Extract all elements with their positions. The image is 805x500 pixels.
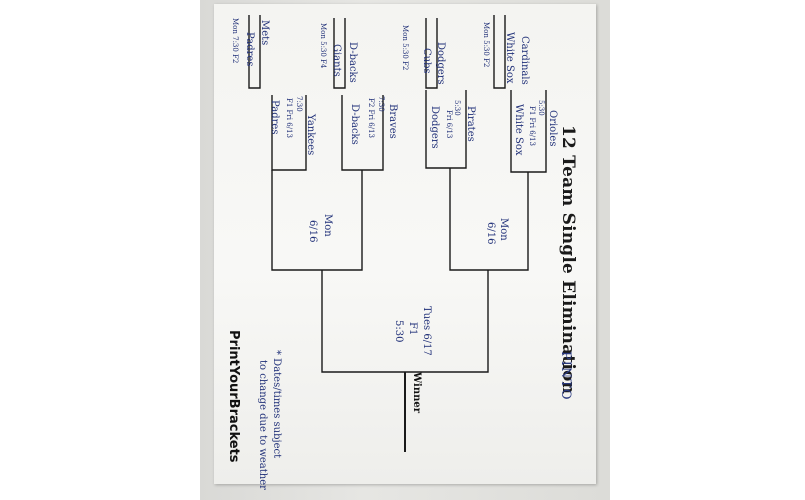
round1-bracket-2: [425, 18, 438, 89]
r1-m2-when: Mon 5:30 F2: [401, 25, 409, 71]
r1-m4-when: Mon 7:30 F2: [231, 18, 239, 64]
r2-m3-seed: Braves: [387, 104, 398, 139]
brand-logo-text: PrintYourBrackets: [226, 330, 241, 463]
semi-bracket-1: [449, 168, 529, 271]
round1-bracket-3: [333, 18, 346, 89]
r2-m1-seed: Orioles: [547, 110, 558, 147]
r2-m2-seed: Pirates: [465, 106, 476, 142]
semi-2-line2: 6/16: [307, 220, 318, 243]
r2-m4-winner: Padres: [269, 100, 280, 135]
handwritten-pinto: PINTO: [558, 351, 573, 401]
r1-m1-team-a: Cardinals: [519, 36, 530, 85]
semi-1-line2: 6/16: [485, 222, 496, 245]
r2-m1-winner: White Sox: [513, 104, 524, 156]
r1-m3-team-b: Giants: [331, 44, 342, 77]
r2-m3-winner: D-backs: [349, 104, 360, 145]
r1-m3-when: Mon 5:30 F4: [319, 23, 327, 69]
r1-m4-team-a: Mets: [259, 20, 270, 46]
r2-m3-when: F2 Fri 6/13: [367, 98, 375, 138]
r2-m4-seed: Yankees: [305, 114, 316, 156]
final-line3: 5:30: [393, 320, 404, 343]
round2-bracket-4: [271, 95, 307, 171]
round2-bracket-2: [425, 90, 467, 169]
winner-label: Winner: [411, 372, 422, 414]
final-bracket: [321, 270, 489, 373]
weather-note-line2: to change due to weather: [257, 360, 268, 490]
r1-m3-team-a: D-backs: [347, 42, 358, 83]
semi-bracket-2: [271, 170, 363, 271]
r2-m3-time: 7:30: [377, 96, 385, 112]
r2-m1-when: F1 Fri 6/13: [528, 106, 536, 146]
semi-2-line1: Mon: [322, 214, 333, 237]
weather-note-line1: * Dates/times subject: [271, 350, 282, 459]
semi-1-line1: Mon: [498, 218, 509, 241]
final-line2: F1: [407, 322, 418, 336]
r1-m4-team-b: Padres: [244, 32, 255, 67]
r2-m4-when: F1 Fri 6/13: [285, 98, 293, 138]
r1-m2-team-b: Cubs: [421, 48, 432, 74]
r1-m1-team-b: White Sox: [504, 32, 515, 84]
round1-bracket-4: [248, 15, 261, 89]
final-line1: Tues 6/17: [421, 306, 432, 356]
round1-bracket-1: [493, 15, 506, 89]
r2-m2-winner: Dodgers: [429, 106, 440, 149]
r1-m1-when: Mon 5:30 F2: [482, 22, 490, 68]
r2-m4-time: 7:30: [295, 96, 303, 112]
r2-m2-when: Fri 6/13: [445, 110, 453, 139]
r1-m2-team-a: Dodgers: [435, 42, 446, 85]
